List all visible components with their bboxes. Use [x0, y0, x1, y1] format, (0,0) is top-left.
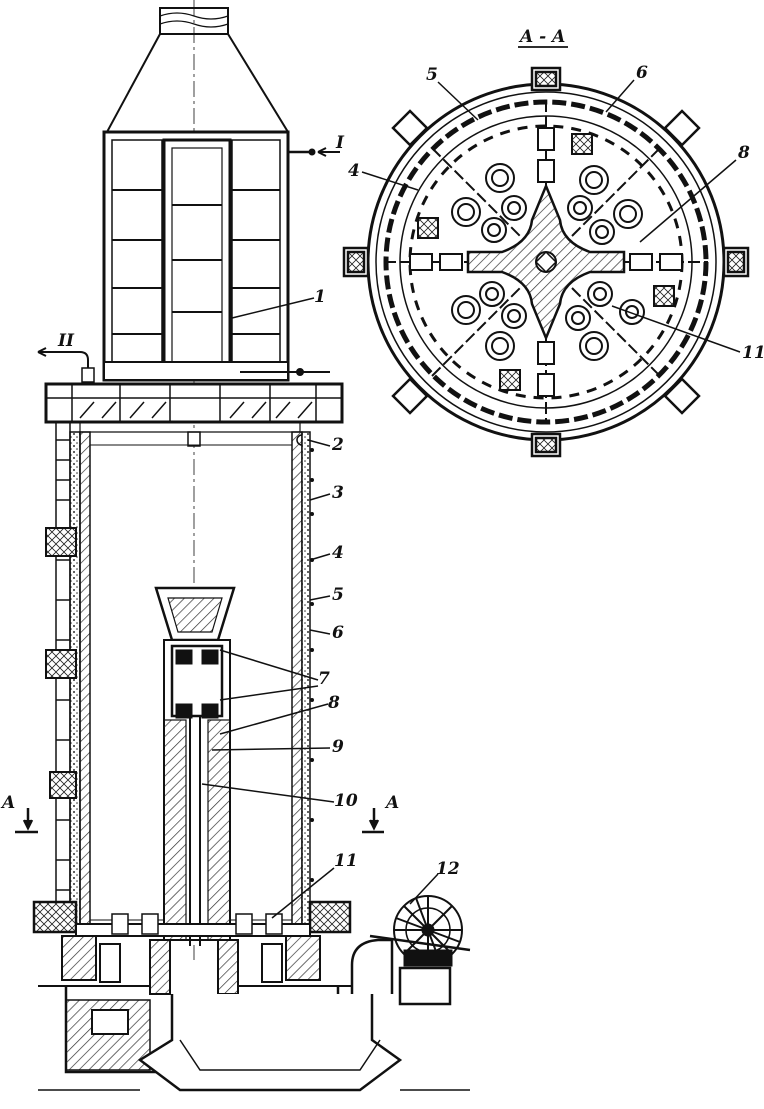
section-marker-left: A: [0, 793, 15, 813]
outlet-arrow: [37, 347, 89, 378]
flow-inlet-label: I: [335, 133, 345, 153]
elevation-view: [15, 0, 471, 1092]
callout-3: 3: [332, 483, 344, 503]
recuperator: [102, 130, 330, 382]
callout-12: 12: [436, 859, 460, 879]
section-leaders: [361, 79, 741, 353]
shell-bolts: [310, 448, 314, 882]
callout-6: 6: [332, 623, 344, 643]
exhaust-hood: [105, 0, 290, 960]
callout-7: 7: [318, 669, 330, 689]
top-platform: [44, 382, 344, 447]
inlet-arrow: [317, 147, 340, 157]
section-callout-5: 5: [426, 65, 438, 85]
section-callout-4: 4: [348, 161, 360, 181]
service-ladder: [45, 421, 77, 923]
callout-11: 11: [334, 851, 358, 871]
section-callout-8: 8: [737, 143, 750, 163]
callout-10: 10: [334, 791, 358, 811]
central-column: [154, 586, 236, 946]
rim-brackets: [342, 66, 750, 458]
callout-4: 4: [332, 543, 344, 563]
section-markers: [15, 808, 384, 834]
labels: A - A A A I II 1 2 3 4 5 6 7 8 9 10 11 1…: [0, 27, 764, 879]
section-marker-right: A: [384, 793, 399, 813]
callout-2: 2: [331, 435, 344, 455]
inspection-hatches: [417, 133, 675, 391]
section-callout-11: 11: [742, 343, 764, 363]
section-title: A - A: [518, 27, 565, 47]
fan-assembly: [350, 895, 471, 1006]
flow-outlet-label: II: [57, 331, 75, 351]
foundation: [38, 935, 470, 1092]
section-callout-6: 6: [636, 63, 648, 83]
elevation-leaders: [201, 297, 439, 919]
center-links: [409, 127, 683, 397]
callout-9: 9: [332, 737, 344, 757]
section-a-a: [342, 66, 750, 458]
callout-1: 1: [314, 287, 326, 307]
callout-8: 8: [327, 693, 340, 713]
callout-5: 5: [332, 585, 344, 605]
burner-rings: [451, 163, 645, 361]
bottom-ring: [32, 900, 352, 937]
